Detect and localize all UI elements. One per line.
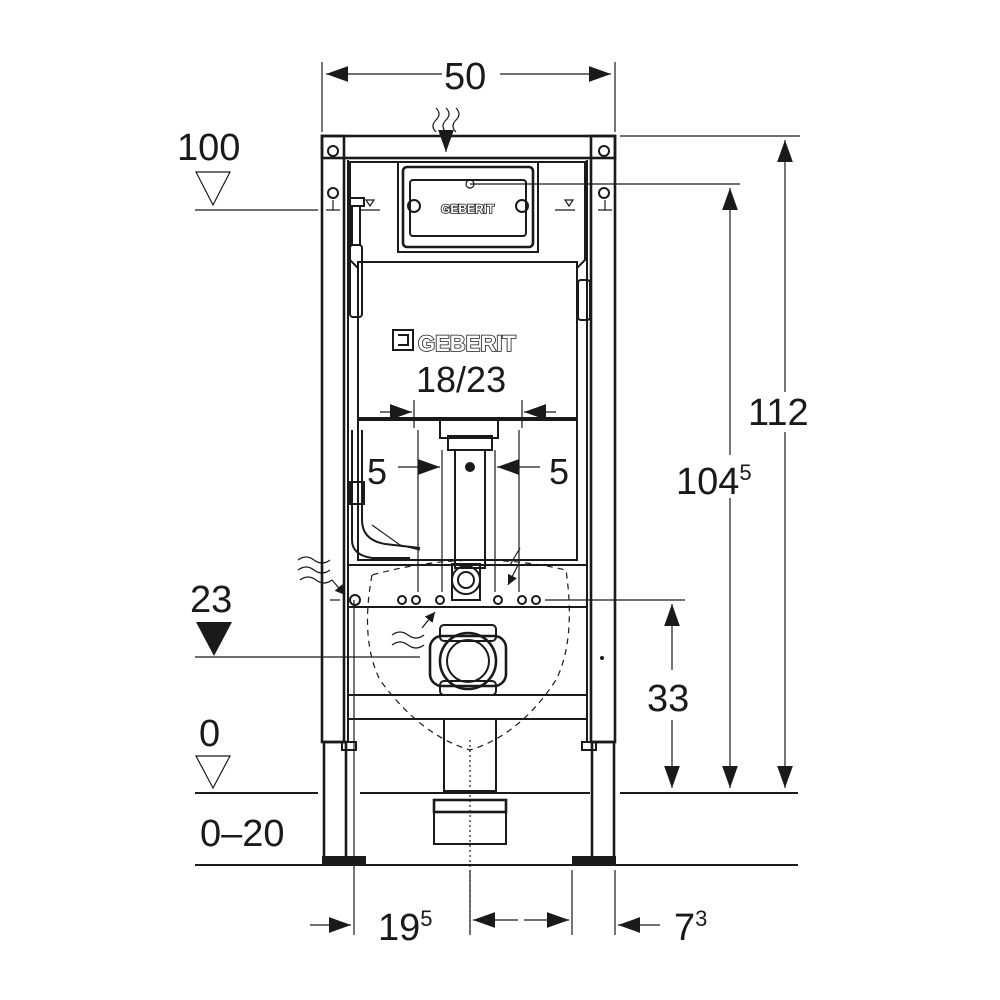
label-top-height: 112 (748, 392, 809, 434)
lower-section (297, 547, 604, 845)
label-bottom-left: 195 (378, 906, 433, 949)
label-flush-width: 18/23 (416, 359, 506, 400)
supply-symbol-top (432, 107, 460, 152)
cistern: GEBERIT GEBERIT (347, 161, 591, 569)
label-floor-range: 0–20 (200, 813, 285, 855)
label-offset-right: 5 (549, 451, 569, 492)
cistern-logo: GEBERIT (392, 329, 517, 357)
dimension-lines (195, 62, 800, 935)
label-bottom-right-main: 7 (674, 907, 695, 949)
label-bottom-right-sup: 3 (695, 906, 707, 931)
label-offset-left: 5 (367, 451, 387, 492)
dimension-labels: 50 100 112 1045 18/23 5 5 23 33 0 0–20 1… (177, 56, 809, 949)
cistern-logo-text: GEBERIT (418, 331, 516, 356)
label-floor-level: 0 (199, 713, 220, 755)
label-cistern-height-sup: 5 (739, 460, 751, 485)
floor-lines (195, 792, 798, 866)
label-bottom-left-main: 19 (378, 907, 420, 949)
label-supply-height: 23 (190, 579, 232, 621)
label-bottom-right: 73 (674, 906, 707, 949)
label-actuation-height: 100 (177, 127, 240, 169)
label-outlet-height: 33 (647, 678, 689, 720)
plate-logo: GEBERIT (441, 202, 495, 216)
installation-frame (320, 134, 617, 864)
label-frame-width: 50 (444, 56, 486, 98)
label-bottom-left-sup: 5 (420, 906, 432, 931)
label-cistern-height: 1045 (676, 460, 752, 503)
label-cistern-height-main: 104 (676, 461, 739, 503)
